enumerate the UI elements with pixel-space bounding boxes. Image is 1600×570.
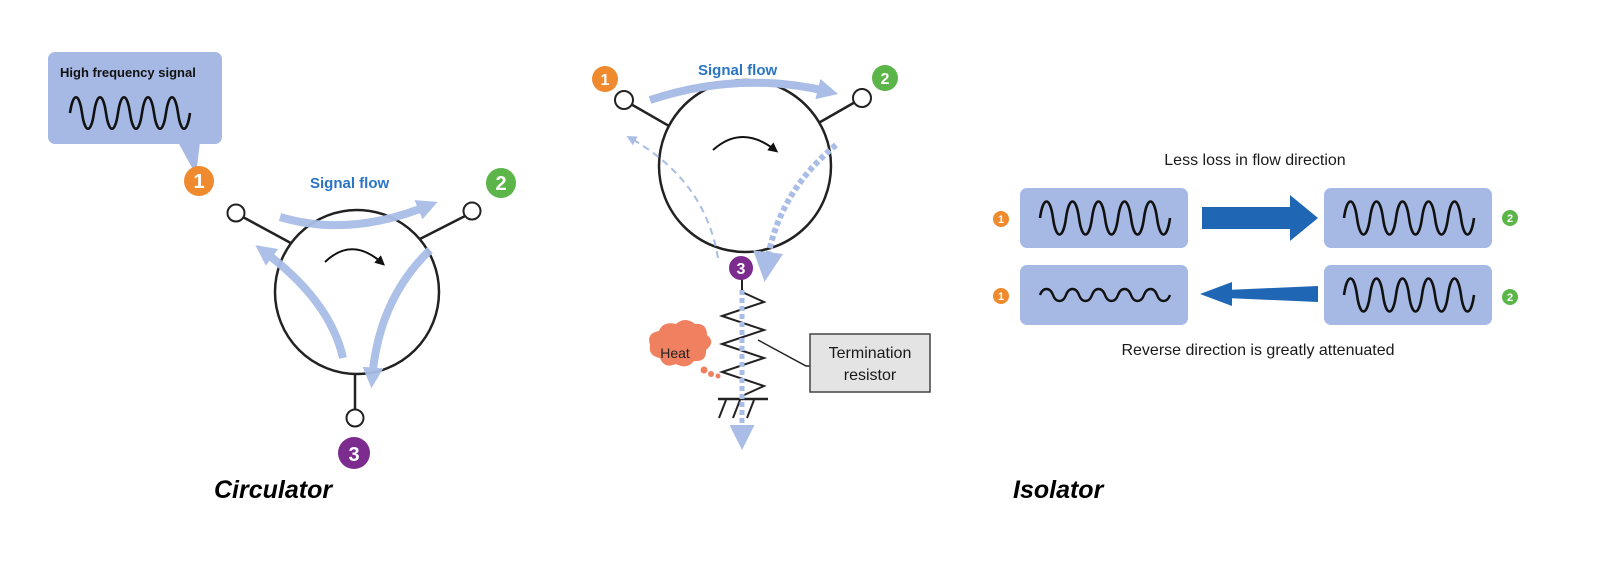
wave-port-1-bottom-badge bbox=[993, 288, 1009, 304]
forward-arrow bbox=[1202, 195, 1318, 241]
isolator-wave-comparison: Less loss in flow direction 1 2 1 2 bbox=[993, 152, 1518, 359]
isolator-return-arrow bbox=[626, 136, 719, 259]
circulator-body bbox=[273, 208, 441, 376]
reverse-arrow bbox=[1200, 282, 1318, 306]
termination-resistor-label-line1: Termination bbox=[829, 345, 912, 362]
ground-icon bbox=[718, 397, 768, 419]
isolator-port-3-badge bbox=[729, 256, 753, 280]
sine-wave-icon bbox=[1342, 200, 1476, 236]
circulator-port-3-badge bbox=[338, 437, 370, 469]
circulator-flow-arrow-2-3 bbox=[362, 247, 433, 389]
isolator-terminal-2 bbox=[852, 88, 872, 108]
circulator-port-3-label: 3 bbox=[348, 444, 359, 466]
isolator-body bbox=[657, 78, 833, 254]
termination-resistor-box bbox=[809, 333, 931, 393]
resistor-icon bbox=[718, 291, 768, 397]
circulator-port-1-label: 1 bbox=[193, 171, 204, 193]
circulator-flow-label: Signal flow bbox=[310, 175, 390, 192]
isolator-port-1-badge bbox=[592, 66, 618, 92]
wave-port-2-top-badge bbox=[1502, 210, 1518, 226]
attenuated-wave-icon bbox=[1038, 287, 1172, 303]
rotation-arrow-icon bbox=[324, 248, 385, 266]
rotation-arrow-icon bbox=[712, 136, 779, 153]
isolator-port-2-label: 2 bbox=[881, 71, 890, 88]
wave-port-1-top-label: 1 bbox=[998, 214, 1004, 226]
circulator-terminal-1 bbox=[226, 203, 246, 223]
sine-wave-icon bbox=[1342, 277, 1476, 313]
wave-port-2-top-label: 2 bbox=[1507, 213, 1513, 225]
termination-resistor-label-line2: resistor bbox=[844, 367, 897, 384]
wave-port-2-bottom-badge bbox=[1502, 289, 1518, 305]
isolator-terminal-1 bbox=[614, 90, 634, 110]
wave-port-1-top-badge bbox=[993, 211, 1009, 227]
circulator-port-1-badge bbox=[184, 166, 214, 196]
isolator-caption: Isolator bbox=[1013, 476, 1105, 504]
heat-cloud-icon bbox=[649, 320, 721, 379]
isolator-circuit-group: Signal flow 3 1 2 Heat bbox=[592, 62, 931, 450]
reverse-direction-text: Reverse direction is greatly attenuated bbox=[1121, 342, 1394, 359]
circulator-port-2-badge bbox=[486, 168, 516, 198]
wave-port-1-bottom-label: 1 bbox=[998, 291, 1004, 303]
wave-port-2-bottom-label: 2 bbox=[1507, 292, 1513, 304]
forward-direction-text: Less loss in flow direction bbox=[1164, 152, 1345, 169]
isolator-flow-arrow-2-3 bbox=[753, 142, 838, 282]
circulator-terminal-2 bbox=[462, 201, 482, 221]
isolator-port-1-label: 1 bbox=[601, 72, 610, 89]
isolator-port-2-badge bbox=[872, 65, 898, 91]
isolator-flow-arrow-1-2 bbox=[648, 78, 839, 104]
sine-wave-icon bbox=[1038, 200, 1172, 236]
circulator-port-2-label: 2 bbox=[495, 173, 506, 195]
isolator-port-3-label: 3 bbox=[737, 261, 746, 278]
circulator-flow-arrow-1-2 bbox=[278, 200, 438, 230]
heat-label: Heat bbox=[660, 345, 690, 361]
circulator-terminal-3 bbox=[345, 408, 365, 428]
signal-callout: High frequency signal bbox=[48, 52, 222, 175]
circulator-caption: Circulator bbox=[214, 476, 333, 504]
sine-wave-icon bbox=[68, 95, 192, 131]
circulator-group: High frequency signal Signal flow 1 2 3 … bbox=[48, 52, 516, 504]
isolator-flow-label: Signal flow bbox=[698, 62, 778, 79]
circulator-flow-arrow-3-1 bbox=[255, 245, 347, 359]
signal-callout-label: High frequency signal bbox=[60, 65, 196, 80]
